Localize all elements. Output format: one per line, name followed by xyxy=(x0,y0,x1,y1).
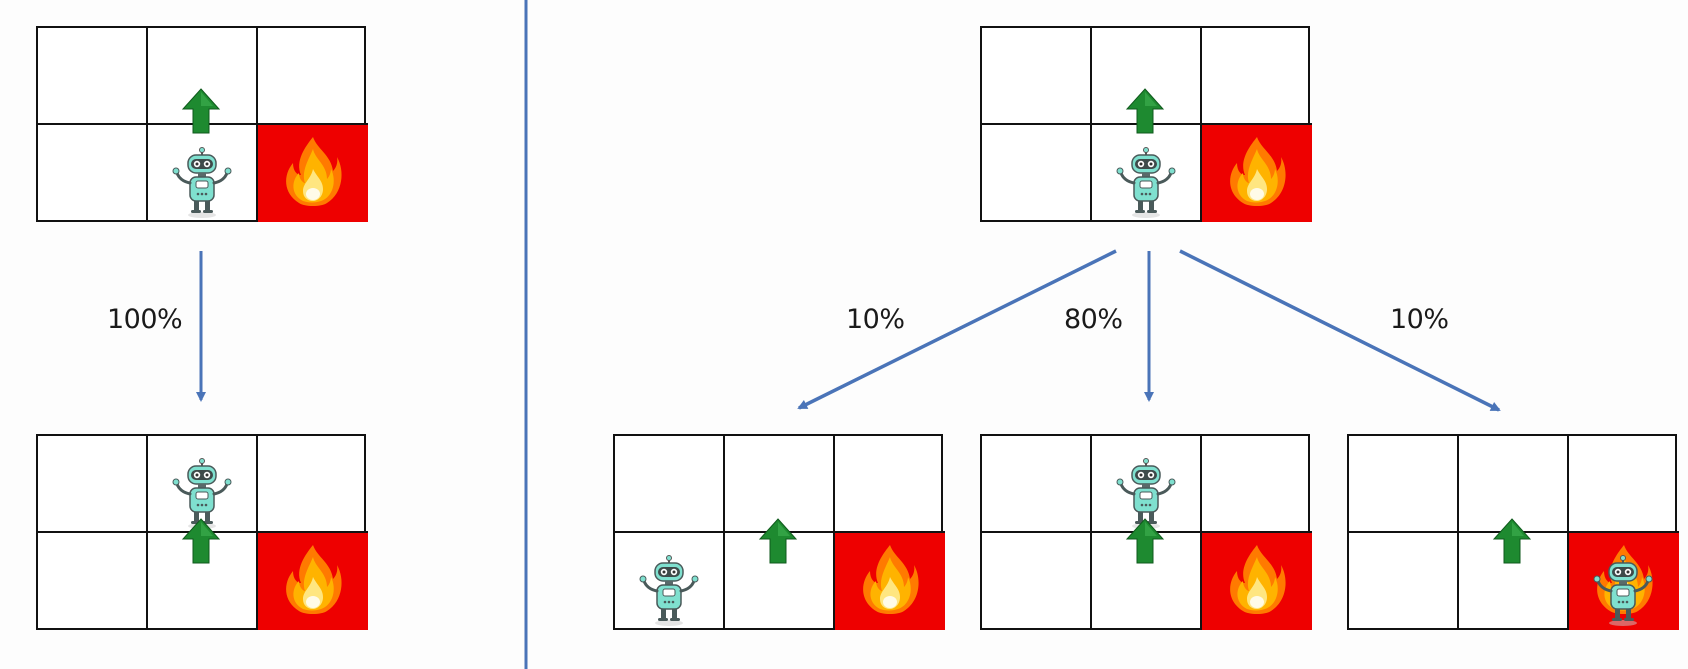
probability-label-slip-right: 10% xyxy=(1390,304,1449,335)
grid-cell-r0-c2 xyxy=(1202,28,1312,125)
transition-arrow-slip-right xyxy=(1179,249,1501,412)
robot-icon xyxy=(637,555,701,632)
grid-cell-r1-c0 xyxy=(1349,533,1459,630)
grid-cell-r1-c1 xyxy=(725,533,835,630)
grid-cell-r0-c2 xyxy=(258,436,368,533)
grid-cell-r1-c1 xyxy=(1092,125,1202,222)
grid-cell-r1-c2 xyxy=(258,533,368,630)
transition-arrow-slip-left xyxy=(797,249,1117,410)
grid-cell-r1-c2 xyxy=(258,125,368,222)
grid-cell-r0-c0 xyxy=(615,436,725,533)
up-arrow-icon xyxy=(181,88,221,139)
probability-label-deterministic: 100% xyxy=(107,304,183,335)
up-arrow-icon xyxy=(1125,518,1165,569)
grid-cell-r1-c0 xyxy=(982,533,1092,630)
up-arrow-icon xyxy=(758,518,798,569)
grid-cell-r1-c0 xyxy=(38,533,148,630)
grid-cell-r0-c0 xyxy=(38,436,148,533)
fire-icon xyxy=(283,543,343,622)
robot-icon xyxy=(1591,555,1655,632)
robot-icon xyxy=(1114,147,1178,224)
grid-cell-r0-c0 xyxy=(1349,436,1459,533)
grid-left-before xyxy=(36,26,368,224)
grid-cell-r0-c2 xyxy=(258,28,368,125)
grid-cell-r1-c2 xyxy=(835,533,945,630)
grid-cell-r0-c2 xyxy=(1202,436,1312,533)
grid-cell-r1-c1 xyxy=(148,533,258,630)
probability-label-intended: 80% xyxy=(1064,304,1123,335)
up-arrow-icon xyxy=(1492,518,1532,569)
grid-cell-r1-c1 xyxy=(1092,533,1202,630)
grid-cell-r0-c0 xyxy=(982,436,1092,533)
fire-icon xyxy=(1227,543,1287,622)
grid-cell-r0-c0 xyxy=(38,28,148,125)
probability-label-slip-left: 10% xyxy=(846,304,905,335)
grid-cell-r1-c0 xyxy=(615,533,725,630)
grid-cell-r1-c0 xyxy=(38,125,148,222)
grid-cell-r0-c2 xyxy=(1569,436,1679,533)
grid-cell-r1-c0 xyxy=(982,125,1092,222)
grid-cell-r1-c2 xyxy=(1202,125,1312,222)
grid-cell-r0-c0 xyxy=(982,28,1092,125)
grid-cell-r1-c1 xyxy=(1459,533,1569,630)
grid-cell-r1-c2 xyxy=(1202,533,1312,630)
grid-cell-r1-c1 xyxy=(148,125,258,222)
panel-divider xyxy=(524,0,528,669)
up-arrow-icon xyxy=(1125,88,1165,139)
robot-icon xyxy=(170,147,234,224)
grid-outcome-intended xyxy=(980,434,1312,630)
fire-icon xyxy=(860,543,920,622)
fire-icon xyxy=(283,135,343,214)
robot-icon xyxy=(1114,458,1178,535)
grid-right-before xyxy=(980,26,1312,224)
fire-icon xyxy=(1227,135,1287,214)
up-arrow-icon xyxy=(181,518,221,569)
grid-cell-r0-c2 xyxy=(835,436,945,533)
